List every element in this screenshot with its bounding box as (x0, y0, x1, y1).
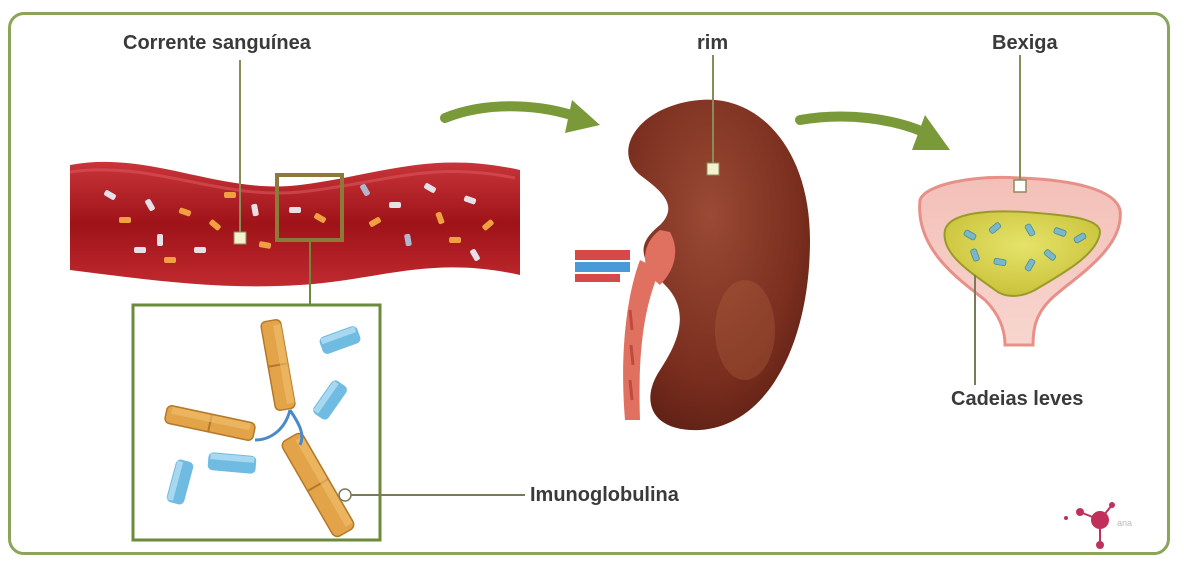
arrow-to-bladder (800, 115, 950, 150)
blood-particle (449, 237, 461, 243)
logo-text: ana (1117, 518, 1132, 528)
label-bloodstream: Corrente sanguínea (123, 32, 311, 55)
blood-particle (157, 234, 163, 246)
label-immunoglobulin: Imunoglobulina (530, 484, 679, 507)
blood-particle (224, 192, 236, 198)
bloodstream-marker (234, 232, 246, 244)
bladder-marker (1014, 180, 1026, 192)
blood-particle (389, 202, 401, 208)
blood-particle (194, 247, 206, 253)
kidney-marker (707, 163, 719, 175)
label-bladder: Bexiga (992, 32, 1058, 55)
blood-particle (289, 207, 301, 213)
blood-particle (119, 217, 131, 223)
logo: ana (1064, 502, 1132, 549)
blood-particle (164, 257, 176, 263)
bladder (920, 177, 1121, 345)
blood-particle (134, 247, 146, 253)
immunoglobulin-marker (339, 489, 351, 501)
label-light-chains: Cadeias leves (951, 388, 1083, 411)
blood-vessel (70, 162, 520, 286)
arrow-to-kidney (445, 100, 600, 133)
label-kidney: rim (697, 32, 728, 55)
kidney (575, 100, 810, 430)
